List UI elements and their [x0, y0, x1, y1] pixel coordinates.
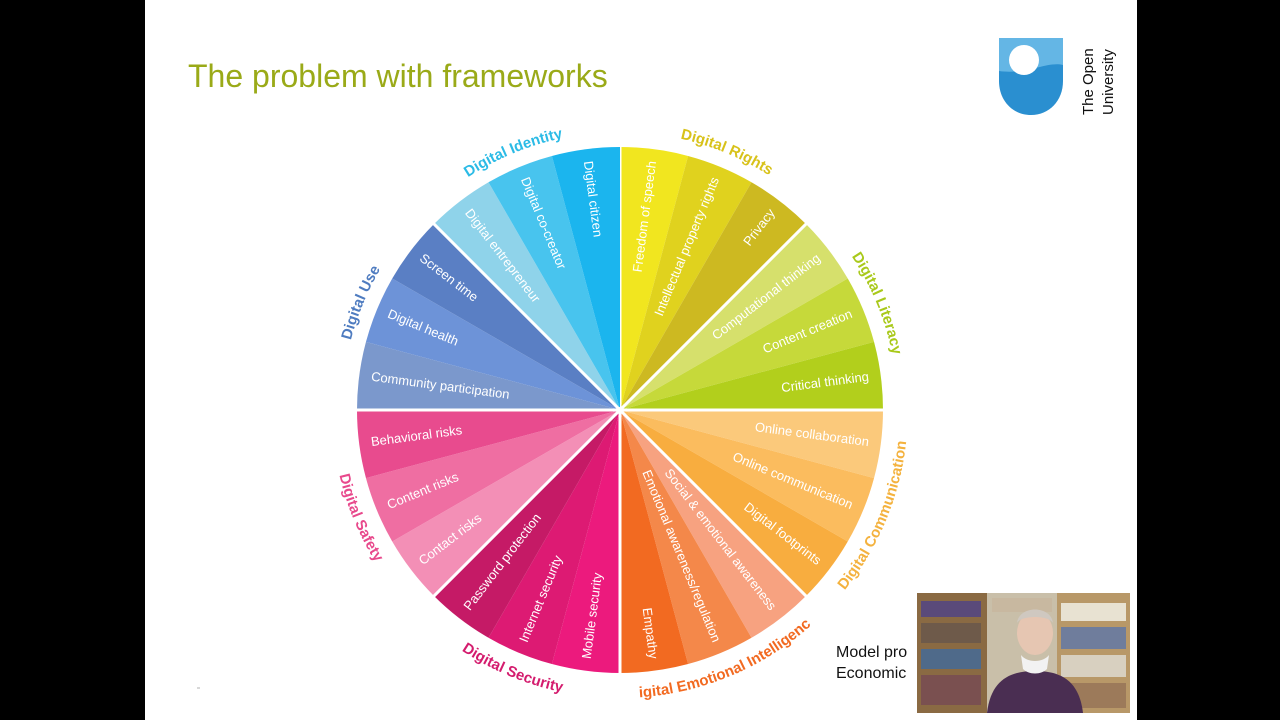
shield-icon	[999, 38, 1063, 115]
wheel-segment	[357, 341, 620, 410]
artifact-dot	[197, 687, 200, 689]
group-divider	[432, 408, 622, 598]
caption-line: Model pro	[836, 644, 908, 661]
wheel-segment	[357, 410, 620, 479]
open-university-logo: The Open University	[999, 38, 1117, 115]
group-divider	[618, 222, 808, 412]
wheel-segment	[365, 410, 620, 542]
logo-text-line1: The Open	[1080, 48, 1097, 115]
group-divider	[618, 408, 808, 598]
wheel-segment	[365, 278, 620, 410]
wheel-segment	[434, 410, 620, 638]
wheel-segment	[551, 410, 620, 673]
wheel-center	[617, 407, 623, 413]
wheel-segment	[551, 147, 620, 410]
wheel-segment-label: Empathy	[640, 607, 662, 660]
wheel-segment	[620, 410, 752, 665]
wheel-segment	[620, 410, 848, 596]
wheel-segment	[488, 410, 620, 665]
presenter-webcam	[917, 593, 1130, 713]
wheel-segment	[620, 182, 806, 410]
group-divider	[432, 222, 622, 412]
wheel-segment	[620, 224, 848, 410]
wheel-segment	[620, 155, 752, 410]
wheel-segment	[392, 410, 620, 596]
wheel-segment	[434, 182, 620, 410]
wheel-segment	[620, 410, 689, 673]
wheel-segment	[620, 278, 875, 410]
slide: The problem with frameworks The Open Uni…	[145, 0, 1137, 720]
slide-caption: Model pro Economic	[836, 642, 907, 684]
logo-text-line2: University	[1100, 49, 1117, 115]
wheel-segment	[620, 410, 875, 542]
wheel-segment	[620, 410, 806, 638]
wheel-segment	[620, 410, 883, 479]
wheel-segment	[620, 147, 689, 410]
caption-line: Economic	[836, 665, 907, 682]
wheel-segment	[392, 224, 620, 410]
wheel-segment	[488, 155, 620, 410]
wheel-segment	[620, 341, 883, 410]
slide-title: The problem with frameworks	[188, 58, 608, 94]
webcam-scene	[917, 593, 1130, 713]
